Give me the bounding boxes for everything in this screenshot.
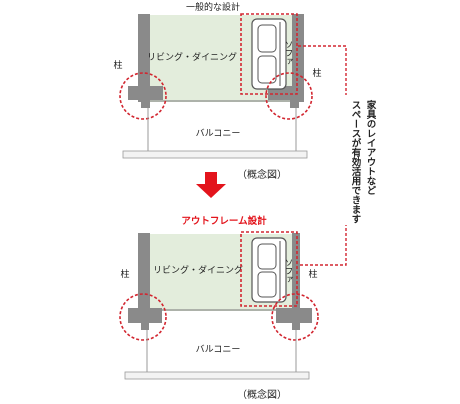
- transition-arrow-icon: [196, 172, 226, 198]
- bottom-balcony-slab: [124, 371, 310, 380]
- top-right-column-highlight: [265, 72, 313, 120]
- annotation-line-1: 家具のレイアウトなど: [365, 99, 378, 195]
- top-caption: （概念図）: [237, 168, 287, 181]
- bottom-right-wall: [292, 233, 300, 311]
- bottom-sofa-label: ソファ: [283, 258, 293, 284]
- bottom-room-label: リビング・ダイニング: [153, 264, 243, 276]
- top-left-column-highlight: [119, 72, 167, 120]
- top-title: 一般的な設計: [186, 1, 240, 13]
- top-left-wall: [138, 14, 150, 102]
- bottom-left-wall: [138, 233, 150, 311]
- top-right-wall: [292, 14, 304, 102]
- bottom-right-column: [276, 308, 312, 330]
- top-balcony-label: バルコニー: [196, 128, 241, 139]
- bottom-balcony-label: バルコニー: [196, 344, 241, 355]
- top-left-column: [128, 86, 163, 108]
- top-balcony-slab: [122, 150, 308, 159]
- bottom-column-label-right: 柱: [308, 268, 317, 280]
- top-sofa-highlight: [240, 13, 298, 95]
- bottom-panel: アウトフレーム設計 リビング・ダイニング ソファ 柱 柱 バルコニー （: [119, 215, 319, 401]
- annotation-background: [340, 95, 376, 225]
- annotation-line-2: スペースが有効活用できます: [350, 100, 363, 224]
- bottom-right-column-highlight: [271, 293, 319, 341]
- top-sofa: [251, 18, 287, 90]
- top-panel: 一般的な設計 リビング・ダイニング ソファ 柱 柱 バルコニー: [113, 1, 321, 181]
- top-room-label: リビング・ダイニング: [147, 51, 237, 63]
- top-sofa-label: ソファ: [283, 40, 293, 66]
- bottom-left-column-highlight: [119, 293, 167, 341]
- bottom-sofa-highlight: [240, 231, 298, 307]
- bottom-caption: （概念図）: [237, 388, 287, 401]
- bottom-left-column: [128, 308, 162, 330]
- top-right-column: [268, 86, 304, 108]
- bottom-title: アウトフレーム設計: [181, 215, 267, 227]
- top-column-label-left: 柱: [113, 59, 122, 71]
- top-column-label-right: 柱: [312, 67, 321, 79]
- bottom-sofa: [251, 237, 287, 303]
- bottom-column-label-left: 柱: [120, 268, 129, 280]
